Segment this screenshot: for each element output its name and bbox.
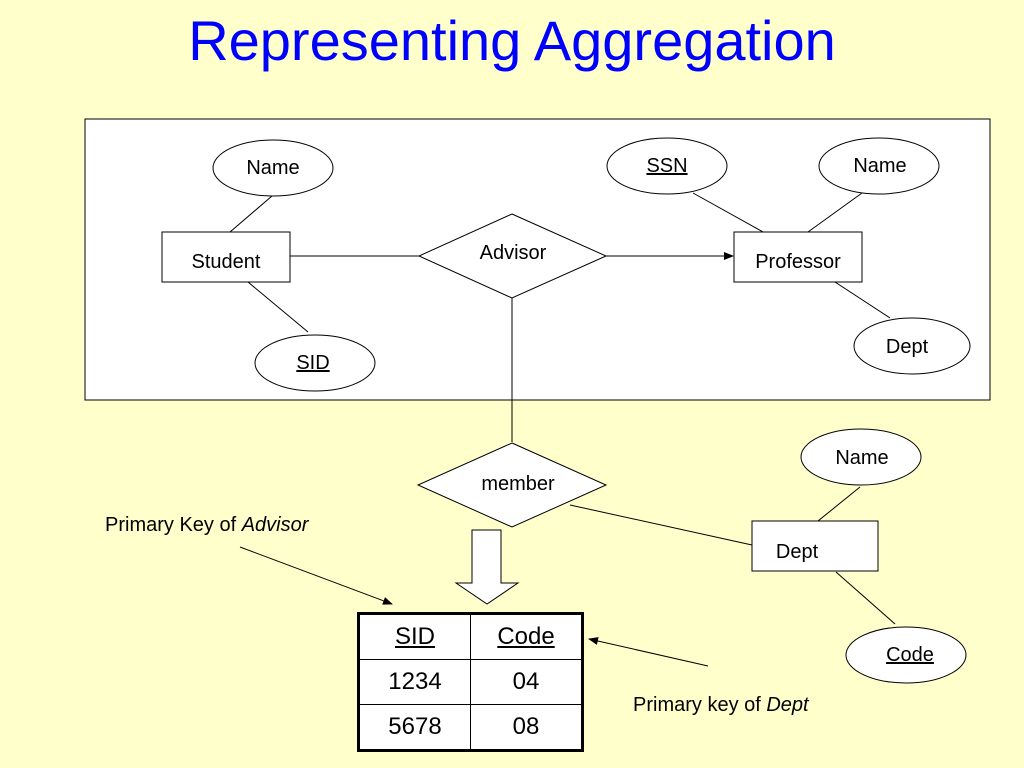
note-advisor-term: Advisor xyxy=(241,514,309,536)
entity-professor-label: Professor xyxy=(755,251,841,273)
down-arrow-icon xyxy=(454,529,520,605)
primary-key-table: SID Code 1234 04 5678 08 xyxy=(357,612,584,752)
line-professor-ssn xyxy=(692,192,764,233)
attribute-dept-code-label: Code xyxy=(886,644,934,666)
line-professor-dept xyxy=(834,281,891,319)
entity-student xyxy=(161,231,291,283)
attribute-student-sid-label: SID xyxy=(296,352,329,374)
entity-dept-label: Dept xyxy=(776,541,819,563)
entity-professor xyxy=(733,231,863,283)
line-dept-code xyxy=(835,571,896,625)
table-header-sid: SID xyxy=(358,613,471,660)
table-cell: 5678 xyxy=(358,704,471,751)
attribute-student-sid xyxy=(254,334,376,392)
attribute-professor-name-label: Name xyxy=(853,155,906,177)
attribute-professor-name xyxy=(818,137,940,195)
slide-title: Representing Aggregation xyxy=(188,9,836,72)
table-row: 1234 04 xyxy=(358,659,583,705)
entity-dept xyxy=(751,520,879,572)
attribute-dept-code xyxy=(845,626,967,684)
attribute-professor-dept xyxy=(853,317,971,375)
line-dept-name xyxy=(817,486,861,522)
connector-lines xyxy=(229,192,896,667)
table-cell: 08 xyxy=(470,704,583,751)
note-advisor-primary-key: Primary Key of Advisor xyxy=(105,514,308,537)
line-student-name xyxy=(229,195,273,233)
note-dept-primary-key: Primary key of Dept xyxy=(633,694,809,717)
attribute-student-name xyxy=(212,139,334,197)
note-dept-prefix: Primary key of xyxy=(633,694,767,716)
relationship-advisor-label: Advisor xyxy=(480,242,547,264)
attribute-professor-ssn-label: SSN xyxy=(646,155,687,177)
attribute-dept-name-label: Name xyxy=(835,447,888,469)
line-student-sid xyxy=(247,281,309,333)
line-professor-name xyxy=(807,192,863,233)
note-advisor-prefix: Primary Key of xyxy=(105,514,242,536)
line-member-dept xyxy=(569,504,753,546)
attribute-professor-ssn xyxy=(606,137,728,195)
note-dept-term: Dept xyxy=(766,694,809,716)
entity-student-label: Student xyxy=(192,251,261,273)
relationship-member-label: member xyxy=(481,473,555,495)
table-header-row: SID Code xyxy=(358,613,583,660)
table-cell: 04 xyxy=(470,659,583,705)
line-note-dept xyxy=(588,637,709,667)
table-cell: 1234 xyxy=(358,659,471,705)
attribute-dept-name xyxy=(800,428,922,486)
relationship-member xyxy=(416,442,608,528)
attribute-student-name-label: Name xyxy=(246,157,299,179)
table-row: 5678 08 xyxy=(358,704,583,751)
table-header-code: Code xyxy=(470,613,583,660)
attribute-professor-dept-label: Dept xyxy=(886,336,929,358)
relationship-advisor xyxy=(417,213,608,299)
line-note-advisor xyxy=(239,546,393,605)
